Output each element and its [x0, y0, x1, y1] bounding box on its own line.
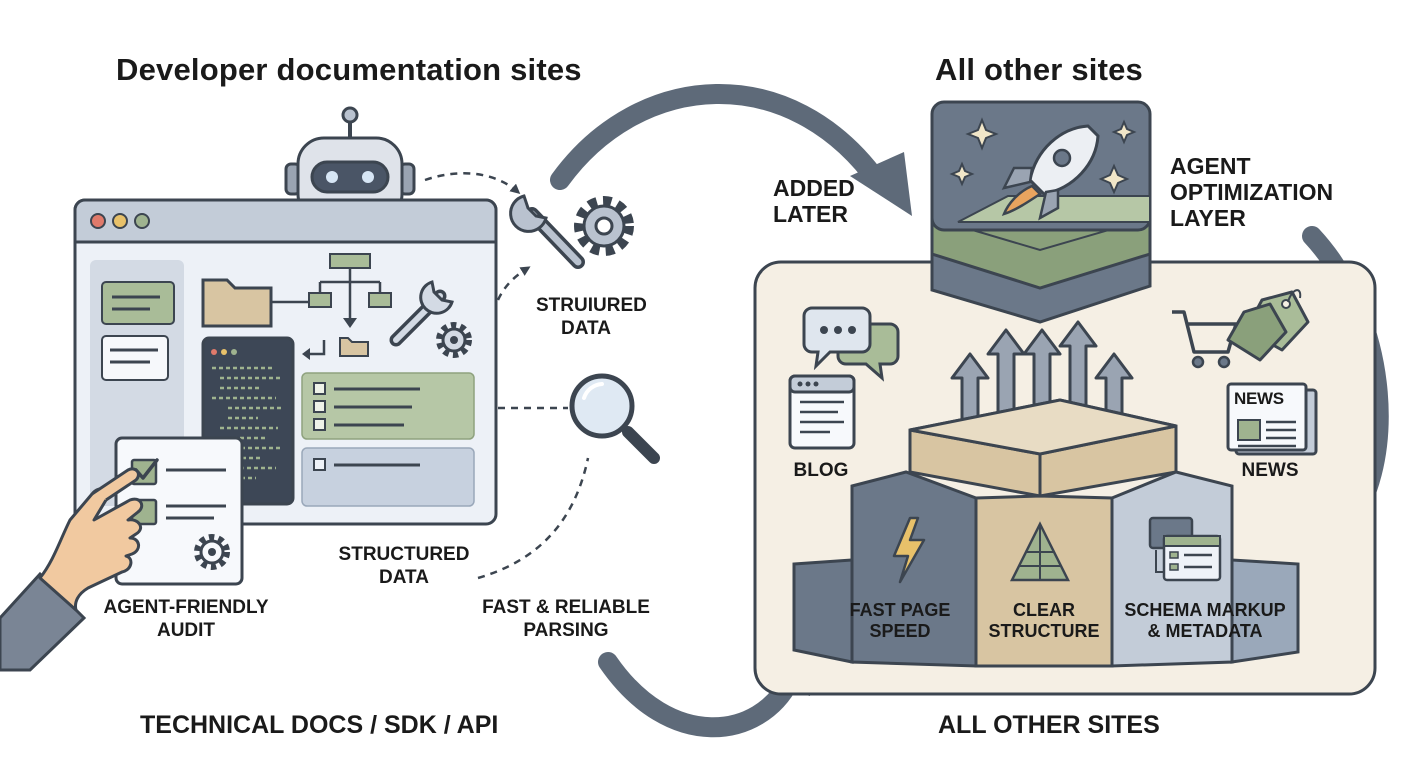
news-label: NEWS — [1241, 460, 1299, 481]
pillar-label-clear-structure: CLEAR STRUCTURE — [982, 601, 1106, 640]
added-later-line1: ADDED — [773, 175, 855, 201]
pointing-hand-icon — [0, 467, 144, 672]
window-close-dot — [90, 213, 106, 229]
pillar-3-line1: SCHEMA MARKUP — [1124, 600, 1286, 620]
rocket-icon — [1001, 124, 1100, 221]
pillar-3-line2: & METADATA — [1147, 621, 1263, 641]
parsing-label: FAST & RELIABLE PARSING — [478, 598, 654, 640]
blog-label: BLOG — [793, 460, 849, 481]
gear-icon — [436, 322, 472, 358]
newspaper-icon — [1226, 382, 1318, 456]
news-masthead: NEWS — [1234, 389, 1284, 408]
pillar-label-fast-page-speed: FAST PAGE SPEED — [840, 601, 960, 640]
shopping-cart-icon — [1172, 310, 1238, 369]
layer-line1: AGENT — [1170, 153, 1251, 179]
dashed-arrow-window-tools — [496, 266, 531, 301]
folder-icon — [201, 278, 273, 328]
audit-gear-icon — [194, 534, 230, 570]
parsing-line2: PARSING — [523, 620, 609, 641]
pillar-1-line2: SPEED — [869, 621, 931, 641]
audit-checklist-card — [114, 436, 244, 586]
gear-tool-icon — [574, 196, 634, 256]
dashed-arrow-robot-tools — [424, 172, 521, 194]
magnifier-icon — [569, 373, 660, 464]
curved-arrow-top — [550, 84, 912, 216]
structured-data-top-label: STRUIURED DATA — [536, 295, 647, 339]
right-section-title: All other sites — [935, 52, 1143, 87]
pillar-schema-markup — [1110, 470, 1234, 668]
chat-bubbles-icon — [802, 306, 900, 382]
audit-label: AGENT-FRIENDLY AUDIT — [96, 598, 276, 640]
parsing-line1: FAST & RELIABLE — [482, 597, 650, 618]
right-footer-label: ALL OTHER SITES — [938, 711, 1160, 739]
layer-line2: OPTIMIZATION — [1170, 179, 1334, 205]
pillar-1-line1: FAST PAGE — [849, 600, 951, 620]
layer-line3: LAYER — [1170, 205, 1246, 231]
left-section-title: Developer documentation sites — [116, 52, 582, 87]
structured-data-top-line1: STRUIURED — [536, 295, 647, 316]
audit-line1: AGENT-FRIENDLY — [103, 597, 269, 618]
blog-page-icon — [788, 374, 856, 450]
schema-windows-icon — [1148, 516, 1222, 582]
audit-line2: AUDIT — [156, 620, 216, 641]
structured-data-bottom-line2: DATA — [379, 567, 429, 588]
checklist-panel-2 — [301, 447, 475, 507]
window-maximize-dot — [134, 213, 150, 229]
structured-data-bottom-line1: STRUCTURED — [338, 544, 470, 565]
added-later-line2: LATER — [773, 201, 848, 227]
pillar-2-line1: CLEAR — [1013, 600, 1075, 620]
lightning-icon — [892, 516, 926, 584]
wrench-icon — [389, 280, 454, 347]
pyramid-structure-icon — [1009, 521, 1071, 582]
pillar-label-schema-markup: SCHEMA MARKUP & METADATA — [1116, 601, 1294, 640]
structured-data-top-line2: DATA — [561, 318, 611, 339]
optimization-layer-label: AGENT OPTIMIZATION LAYER — [1170, 155, 1333, 230]
left-footer-label: TECHNICAL DOCS / SDK / API — [140, 711, 499, 739]
sparkle-icons — [949, 117, 1137, 195]
pillar-2-line2: STRUCTURE — [988, 621, 1100, 641]
price-tag-icon — [1226, 289, 1310, 362]
pillar-fast-page-speed — [850, 470, 978, 668]
added-later-label: ADDED LATER — [773, 177, 855, 226]
wrench-tool-icon — [509, 194, 585, 269]
structured-data-bottom-label: STRUCTURED DATA — [326, 545, 482, 587]
window-minimize-dot — [112, 213, 128, 229]
